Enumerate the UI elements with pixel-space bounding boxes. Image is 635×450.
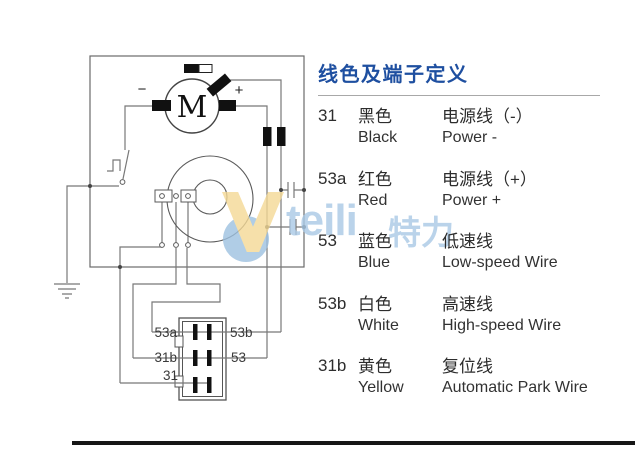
wire-function-cell: 电源线（+） Power +: [442, 169, 620, 212]
thermal-breaker-white: [198, 64, 213, 73]
wire-definition-row: 53 蓝色 Blue 低速线 Low-speed Wire: [318, 231, 620, 274]
motor-brush-left: [152, 100, 171, 111]
wire-function-en: High-speed Wire: [442, 316, 562, 334]
wire-color-cell: 蓝色 Blue: [358, 231, 442, 274]
terminal-number: 31b: [318, 356, 347, 376]
wire-function-cell: 高速线 High-speed Wire: [442, 294, 620, 337]
polarity-minus-label: −: [138, 81, 147, 98]
title-underline: [318, 95, 600, 96]
wire-definition-row: 31b 黄色 Yellow 复位线 Automatic Park Wire: [318, 356, 620, 399]
connector-housing: [174, 317, 227, 401]
wire-color-cell: 黑色 Black: [358, 106, 442, 149]
pin-label-53: 53: [231, 350, 246, 365]
wire-color-cn: 白色: [358, 294, 392, 314]
wire-function-en: Automatic Park Wire: [442, 379, 588, 397]
pin-label-53a: 53a: [154, 325, 177, 340]
wiring-diagram: M − +: [54, 55, 306, 401]
panel-title: 线色及端子定义: [318, 64, 469, 86]
polarity-plus-label: +: [235, 82, 244, 99]
wire-color-en: Black: [358, 129, 398, 147]
motor-label: M: [177, 90, 208, 125]
wire-function-en: Low-speed Wire: [442, 254, 558, 272]
connector-pin-labels: 53a 53b 31b 53 31: [154, 325, 252, 383]
wire-color-cell: 红色 Red: [358, 169, 442, 212]
wire-definition-list: 31 黑色 Black 电源线（-） Power - 53a 红色 Red 电源…: [318, 106, 620, 399]
pin-label-31b: 31b: [154, 350, 177, 365]
wire-function-cell: 电源线（-） Power -: [442, 106, 620, 149]
motor-brush-right: [219, 100, 236, 111]
wire-color-cn: 黑色: [358, 107, 392, 126]
wire-function-cn: 低速线: [442, 232, 493, 252]
wire-definition-row: 31 黑色 Black 电源线（-） Power -: [318, 106, 620, 149]
wire-color-en: Blue: [358, 254, 391, 272]
thermal-breaker-black: [184, 64, 199, 73]
wire-function-cn: 电源线（-）: [442, 107, 533, 126]
pin-label-53b: 53b: [230, 325, 253, 340]
choke-left: [263, 127, 272, 146]
wire-color-cn: 红色: [358, 169, 392, 189]
wire-color-cn: 黄色: [358, 357, 392, 377]
wire-color-en: Red: [358, 191, 388, 209]
contact-terminals: [119, 179, 191, 248]
wire-color-cell: 黄色 Yellow: [358, 356, 442, 399]
wire-function-cell: 低速线 Low-speed Wire: [442, 231, 620, 274]
motor-brush-highspeed: [206, 73, 232, 97]
park-cam-disc: [166, 155, 254, 243]
wire-definition-row: 53a 红色 Red 电源线（+） Power +: [318, 169, 620, 212]
terminal-number: 53a: [318, 168, 347, 188]
terminal-number: 31: [318, 106, 337, 125]
wire-function-cn: 高速线: [442, 294, 493, 314]
pin-label-31: 31: [163, 368, 178, 383]
wire-function-cell: 复位线 Automatic Park Wire: [442, 356, 620, 399]
terminal-number: 53: [318, 231, 337, 251]
wire-function-cn: 电源线（+）: [442, 169, 537, 189]
choke-right: [277, 127, 286, 146]
wire-function-en: Power +: [442, 191, 502, 209]
wire-function-en: Power -: [442, 129, 498, 147]
wire-function-cn: 复位线: [442, 357, 493, 377]
footer-divider-bar: [72, 441, 635, 445]
wire-color-cn: 蓝色: [358, 232, 392, 252]
wire-definition-row: 53b 白色 White 高速线 High-speed Wire: [318, 294, 620, 337]
wire-color-en: Yellow: [358, 379, 404, 397]
park-cam-hub: [192, 179, 228, 215]
terminal-number: 53b: [318, 293, 347, 313]
wire-color-en: White: [358, 316, 399, 334]
connector-pins: [193, 324, 212, 393]
wire-definition-panel: 线色及端子定义 31 黑色 Black 电源线（-） Power - 53a 红…: [318, 58, 620, 419]
wire-color-cell: 白色 White: [358, 294, 442, 337]
motor-enclosure-outline: [89, 55, 305, 268]
